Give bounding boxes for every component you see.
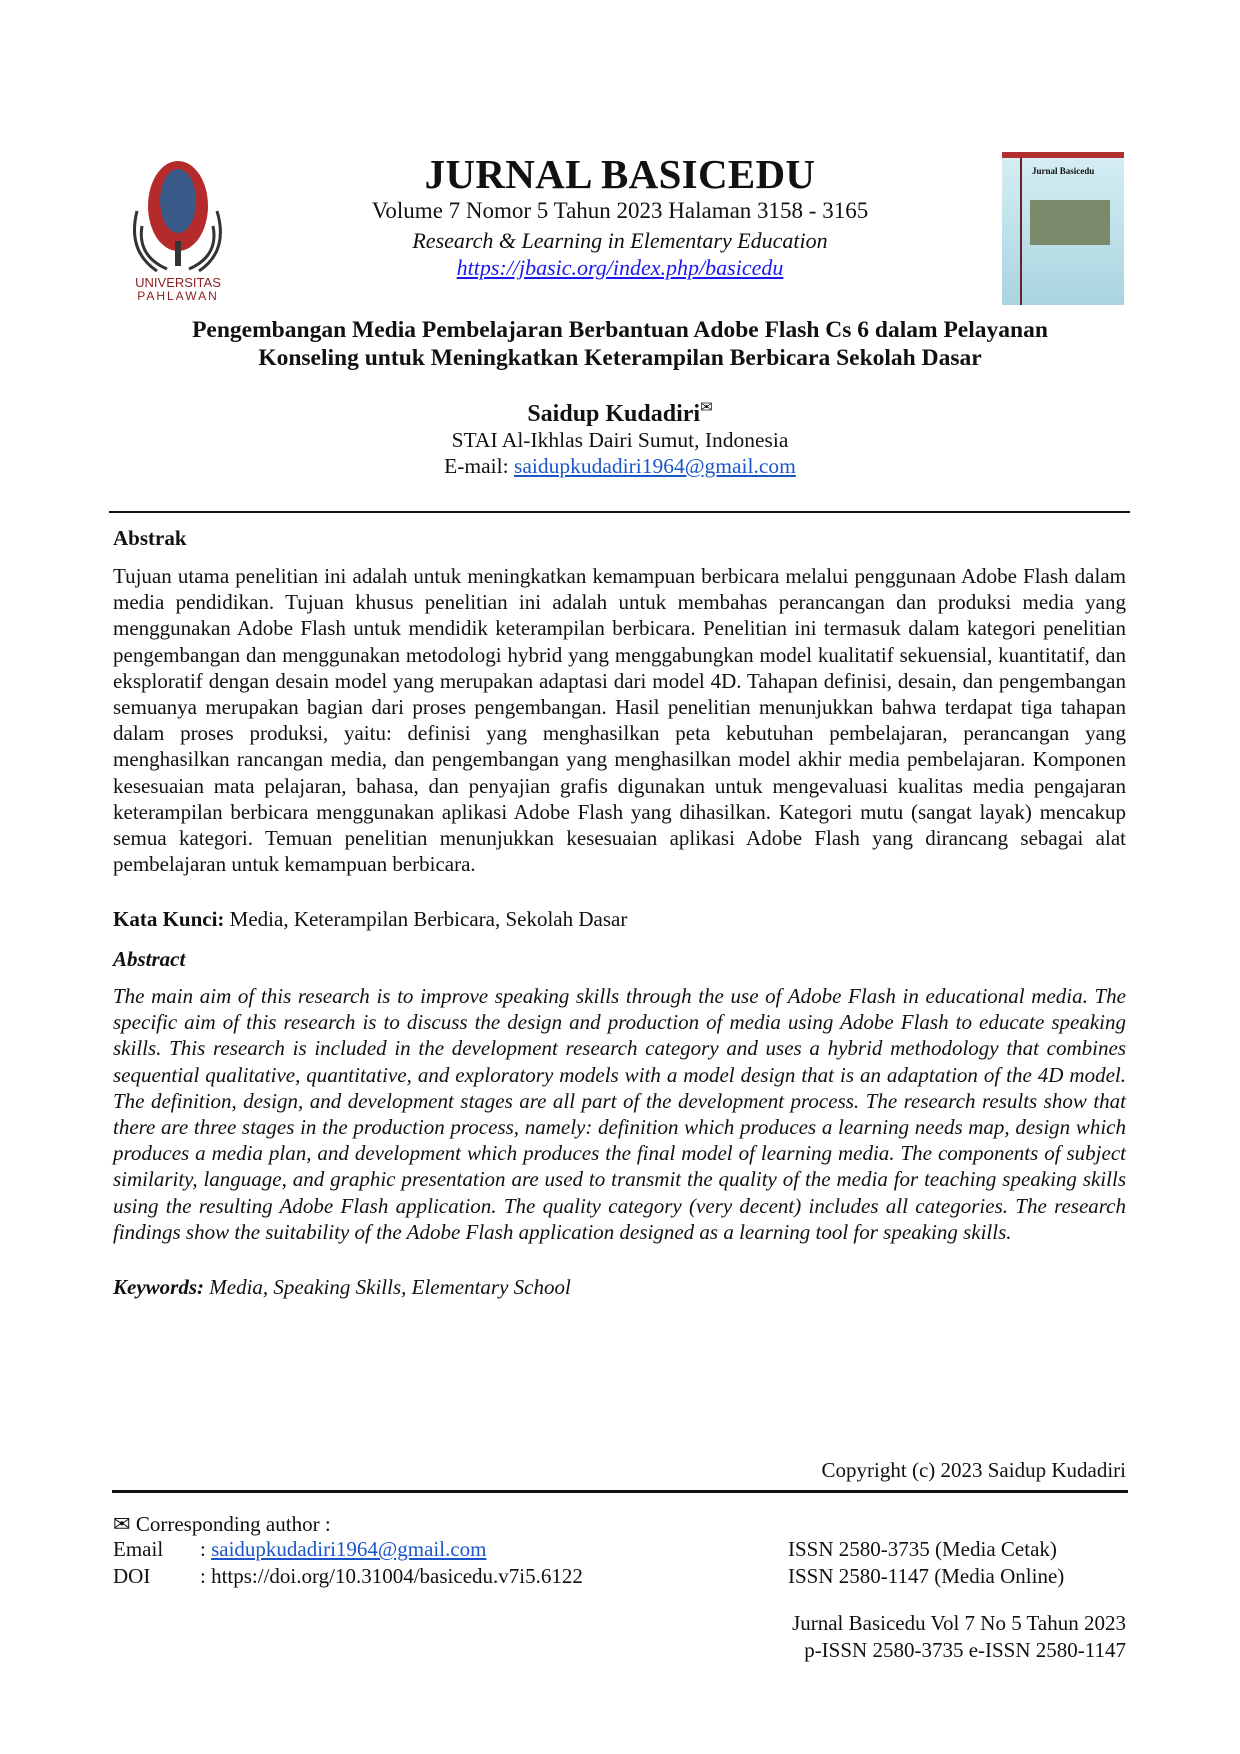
cover-title: Jurnal Basicedu (1032, 166, 1095, 176)
footer-divider (112, 1490, 1128, 1493)
svg-text:UNIVERSITAS: UNIVERSITAS (135, 275, 221, 290)
journal-subtitle: Research & Learning in Elementary Educat… (412, 228, 828, 253)
university-logo: UNIVERSITAS PAHLAWAN (117, 151, 240, 303)
running-line: p-ISSN 2580-3735 e-ISSN 2580-1147 (804, 1637, 1126, 1662)
author-email: E-mail: saidupkudadiri1964@gmail.com (0, 454, 1240, 479)
author-email-link[interactable]: saidupkudadiri1964@gmail.com (513, 454, 796, 478)
footer-email-link[interactable]: saidupkudadiri1964@gmail.com (211, 1537, 487, 1561)
keywords: Keywords: Media, Speaking Skills, Elemen… (113, 1274, 1126, 1300)
doi-value: : https://doi.org/10.31004/basicedu.v7i5… (200, 1564, 583, 1588)
footer-email: : saidupkudadiri1964@gmail.com (200, 1536, 486, 1563)
corresponding-author: ✉ Corresponding author : (113, 1511, 331, 1538)
running-footer: Jurnal Basicedu Vol 7 No 5 Tahun 2023 p-… (792, 1610, 1126, 1663)
divider (109, 511, 1130, 513)
keywords-label: Keywords: (113, 1275, 204, 1299)
email-label: E-mail: (444, 454, 514, 478)
issn-online: ISSN 2580-1147 (Media Online) (788, 1564, 1065, 1588)
journal-url-link[interactable]: https://jbasic.org/index.php/basicedu (456, 255, 784, 280)
author-name: Saidup Kudadiri✉ (0, 398, 1240, 428)
journal-title: JURNAL BASICEDU (424, 151, 816, 197)
abstract-text: The main aim of this research is to impr… (113, 984, 1126, 1244)
envelope-icon: ✉ (113, 1512, 136, 1536)
abstrak-heading: Abstrak (113, 526, 187, 550)
journal-cover-image: Jurnal Basicedu (1002, 152, 1124, 305)
envelope-icon: ✉ (700, 400, 713, 416)
doi-label: DOI (113, 1564, 151, 1588)
kata-kunci-label: Kata Kunci: (113, 907, 225, 931)
copyright: Copyright (c) 2023 Saidup Kudadiri (821, 1458, 1126, 1482)
abstract-heading: Abstract (113, 947, 186, 971)
title-line: Pengembangan Media Pembelajaran Berbantu… (192, 317, 1048, 343)
corresponding-label: Corresponding author : (135, 1512, 331, 1536)
cover-photo (1030, 200, 1110, 245)
kata-kunci-values: Media, Keterampilan Berbicara, Sekolah D… (224, 907, 628, 931)
article-title: Pengembangan Media Pembelajaran Berbantu… (0, 316, 1240, 372)
abstrak-text: Tujuan utama penelitian ini adalah untuk… (113, 564, 1126, 877)
affiliation: STAI Al-Ikhlas Dairi Sumut, Indonesia (451, 428, 789, 452)
kata-kunci: Kata Kunci: Media, Keterampilan Berbicar… (113, 906, 1126, 932)
volume-line: Volume 7 Nomor 5 Tahun 2023 Halaman 3158… (371, 198, 869, 223)
sep: : (200, 1537, 212, 1561)
running-line: Jurnal Basicedu Vol 7 No 5 Tahun 2023 (792, 1611, 1126, 1635)
keywords-values: Media, Speaking Skills, Elementary Schoo… (204, 1275, 571, 1299)
title-line: Konseling untuk Meningkatkan Keterampila… (258, 345, 982, 371)
email-label: Email (113, 1537, 164, 1561)
svg-text:PAHLAWAN: PAHLAWAN (137, 289, 219, 302)
author-text: Saidup Kudadiri (527, 401, 701, 427)
issn-print: ISSN 2580-3735 (Media Cetak) (788, 1537, 1057, 1561)
